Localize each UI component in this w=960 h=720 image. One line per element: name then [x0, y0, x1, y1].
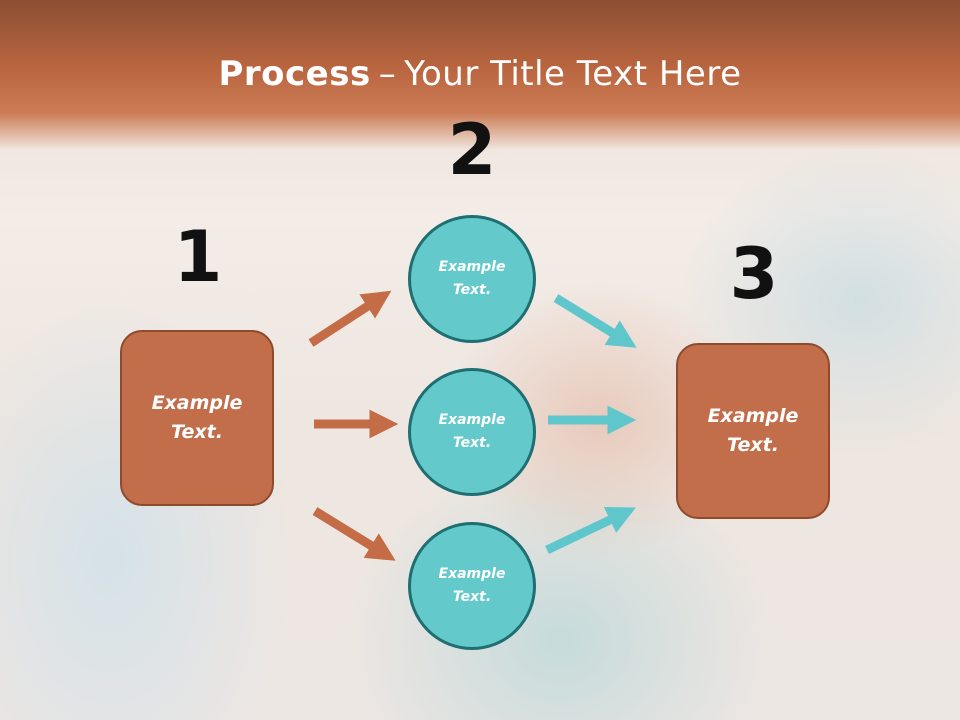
arrow-teal-up	[545, 506, 636, 555]
title-bold: Process	[218, 54, 371, 94]
step-1-box: Example Text.	[120, 330, 274, 506]
step-2-circle-middle-label: Example Text.	[438, 412, 506, 451]
arrow-orange-up	[308, 290, 392, 347]
step-number-1: 1	[173, 216, 223, 298]
header-band	[0, 0, 960, 150]
step-2-circle-middle: Example Text.	[408, 368, 536, 496]
step-3-box: Example Text.	[676, 343, 830, 519]
title-separator: –	[378, 54, 397, 94]
step-2-circle-top: Example Text.	[408, 215, 536, 343]
step-3-label: Example Text.	[707, 405, 799, 456]
step-number-2: 2	[447, 109, 497, 191]
step-2-circle-bottom: Example Text.	[408, 522, 536, 650]
arrow-teal-down	[553, 294, 637, 348]
step-1-label: Example Text.	[151, 392, 243, 443]
arrow-orange-down	[312, 507, 396, 561]
step-2-circle-top-label: Example Text.	[438, 259, 506, 298]
title-rest: Your Title Text Here	[404, 54, 742, 94]
step-2-circle-bottom-label: Example Text.	[438, 566, 506, 605]
step-number-3: 3	[729, 233, 779, 315]
slide-title: Process–Your Title Text Here	[0, 52, 960, 96]
